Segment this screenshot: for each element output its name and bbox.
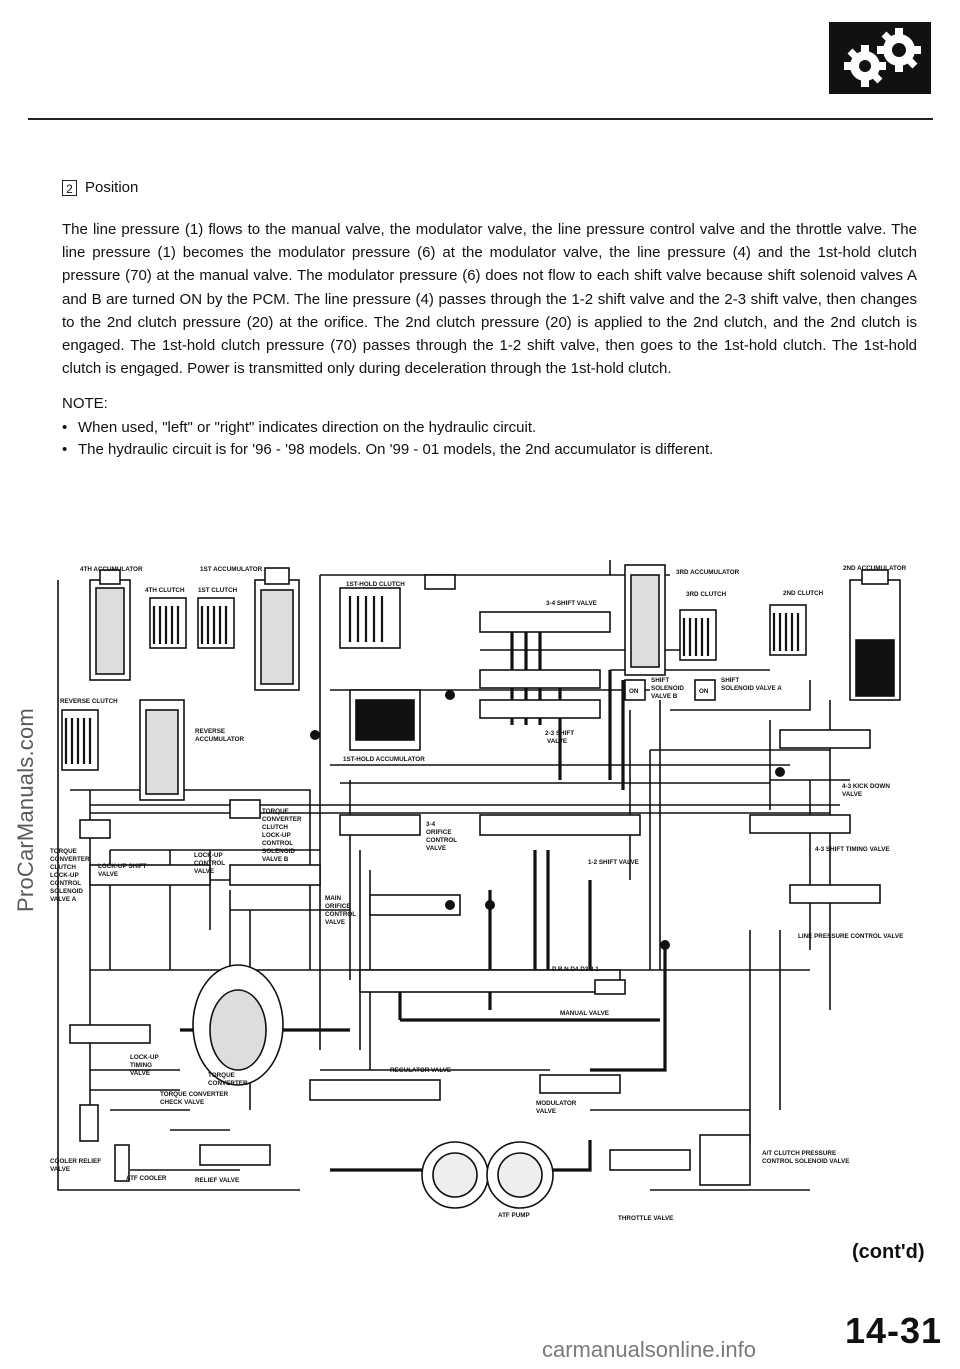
label-tcc-b-5: CONTROL xyxy=(262,840,293,847)
label-line-pressure-control: LINE PRESSURE CONTROL VALVE xyxy=(798,933,903,940)
label-tcc-b-2: CONVERTER xyxy=(262,816,302,823)
label-throttle-valve: THROTTLE VALVE xyxy=(618,1215,673,1222)
description-paragraph: The line pressure (1) flows to the manua… xyxy=(62,221,917,378)
section-number: 2 xyxy=(62,179,77,196)
section-heading: 2 Position xyxy=(62,179,138,196)
label-tcc-b-4: LOCK-UP xyxy=(262,832,291,839)
label-atf-cooler: ATF COOLER xyxy=(126,1175,167,1182)
label-3-4-orifice-2: ORIFICE xyxy=(426,829,452,836)
label-3-4-shift-valve: 3-4 SHIFT VALVE xyxy=(546,600,597,607)
footer-watermark: carmanualsonline.info xyxy=(542,1337,757,1362)
label-tcc-b-7: VALVE B xyxy=(262,856,289,863)
label-lockup-timing-2: TIMING xyxy=(130,1062,152,1069)
label-2-3-shift-1: 2-3 SHIFT xyxy=(545,730,574,737)
label-manual-positions: P R N D4 D3 2 1 xyxy=(552,966,599,973)
note-list: When used, "left" or "right" indicates d… xyxy=(62,417,713,461)
label-tc-check-2: CHECK VALVE xyxy=(160,1099,204,1106)
label-atc-solenoid-2: CONTROL SOLENOID VALVE xyxy=(762,1158,849,1165)
note-item: The hydraulic circuit is for '96 - '98 m… xyxy=(62,439,713,461)
label-lockup-shift-1: LOCK-UP SHIFT xyxy=(98,863,147,870)
label-reverse-acc-2: ACCUMULATOR xyxy=(195,736,245,743)
header-rule xyxy=(28,118,933,120)
label-1st-hold-accumulator: 1ST-HOLD ACCUMULATOR xyxy=(343,756,425,763)
label-lockup-control-2: CONTROL xyxy=(194,860,225,867)
label-3-4-orifice-1: 3-4 xyxy=(426,821,436,828)
label-4th-clutch: 4TH CLUTCH xyxy=(145,587,185,594)
label-4-3-kickdown-1: 4-3 KICK DOWN xyxy=(842,783,890,790)
label-manual-valve: MANUAL VALVE xyxy=(560,1010,609,1017)
label-tcc-a-2: CONVERTER xyxy=(50,856,90,863)
note-item: When used, "left" or "right" indicates d… xyxy=(62,417,713,439)
label-tcc-a-7: VALVE A xyxy=(50,896,77,903)
label-solenoid-a-2: SOLENOID VALVE A xyxy=(721,685,782,692)
label-lockup-control-3: VALVE xyxy=(194,868,214,875)
label-tcc-a-6: SOLENOID xyxy=(50,888,83,895)
label-tcc-a-3: CLUTCH xyxy=(50,864,76,871)
label-3rd-clutch: 3RD CLUTCH xyxy=(686,591,727,598)
note-label: NOTE: xyxy=(62,395,108,412)
label-solenoid-b-3: VALVE B xyxy=(651,693,678,700)
label-2-3-shift-2: VALVE xyxy=(547,738,567,745)
gears-icon xyxy=(829,22,931,94)
label-main-orifice-2: ORIFICE xyxy=(325,903,351,910)
label-torque-converter-2: CONVERTER xyxy=(208,1080,248,1087)
label-modulator-2: VALVE xyxy=(536,1108,556,1115)
label-tcc-a-1: TORQUE xyxy=(50,848,77,855)
label-lockup-timing-1: LOCK-UP xyxy=(130,1054,159,1061)
label-on-b: ON xyxy=(629,688,639,695)
label-1st-accumulator: 1ST ACCUMULATOR xyxy=(200,566,263,573)
label-4-3-kickdown-2: VALVE xyxy=(842,791,862,798)
label-tcc-a-4: LOCK-UP xyxy=(50,872,79,879)
label-4th-accumulator: 4TH ACCUMULATOR xyxy=(80,566,143,573)
label-lockup-timing-3: VALVE xyxy=(130,1070,150,1077)
continued-label: (cont'd) xyxy=(852,1241,925,1263)
section-title: Position xyxy=(85,179,139,196)
label-relief-valve: RELIEF VALVE xyxy=(195,1177,239,1184)
label-1-2-shift-valve: 1-2 SHIFT VALVE xyxy=(588,859,639,866)
label-atc-solenoid-1: A/T CLUTCH PRESSURE xyxy=(762,1150,836,1157)
label-solenoid-b-2: SOLENOID xyxy=(651,685,684,692)
label-cooler-relief-1: COOLER RELIEF xyxy=(50,1158,101,1165)
label-main-orifice-1: MAIN xyxy=(325,895,342,902)
side-watermark: ProCarManuals.com xyxy=(13,708,39,912)
label-reverse-acc-1: REVERSE xyxy=(195,728,225,735)
label-3-4-orifice-3: CONTROL xyxy=(426,837,457,844)
page-number: 14-31 xyxy=(845,1310,943,1351)
label-tcc-b-6: SOLENOID xyxy=(262,848,295,855)
label-tcc-a-5: CONTROL xyxy=(50,880,81,887)
label-main-orifice-4: VALVE xyxy=(325,919,345,926)
label-solenoid-b-1: SHIFT xyxy=(651,677,669,684)
label-2nd-accumulator: 2ND ACCUMULATOR xyxy=(843,565,907,572)
label-tcc-b-1: TORQUE xyxy=(262,808,289,815)
label-reverse-clutch: REVERSE CLUTCH xyxy=(60,698,118,705)
label-2nd-clutch: 2ND CLUTCH xyxy=(783,590,824,597)
label-torque-converter-1: TORQUE xyxy=(208,1072,235,1079)
label-solenoid-a-1: SHIFT xyxy=(721,677,739,684)
label-3-4-orifice-4: VALVE xyxy=(426,845,446,852)
label-on-a: ON xyxy=(699,688,709,695)
hydraulic-circuit-diagram: 4TH ACCUMULATOR 1ST ACCUMULATOR 4TH CLUT… xyxy=(50,560,907,1222)
label-regulator-valve: REGULATOR VALVE xyxy=(390,1067,451,1074)
label-lockup-shift-2: VALVE xyxy=(98,871,118,878)
label-lockup-control-1: LOCK-UP xyxy=(194,852,223,859)
label-tc-check-1: TORQUE CONVERTER xyxy=(160,1091,229,1098)
label-modulator-1: MODULATOR xyxy=(536,1100,577,1107)
label-1st-clutch: 1ST CLUTCH xyxy=(198,587,238,594)
label-1st-hold-clutch: 1ST-HOLD CLUTCH xyxy=(346,581,405,588)
label-atf-pump: ATF PUMP xyxy=(498,1212,530,1219)
label-main-orifice-3: CONTROL xyxy=(325,911,356,918)
label-4-3-shift-timing: 4-3 SHIFT TIMING VALVE xyxy=(815,846,890,853)
label-3rd-accumulator: 3RD ACCUMULATOR xyxy=(676,569,740,576)
label-cooler-relief-2: VALVE xyxy=(50,1166,70,1173)
label-tcc-b-3: CLUTCH xyxy=(262,824,288,831)
